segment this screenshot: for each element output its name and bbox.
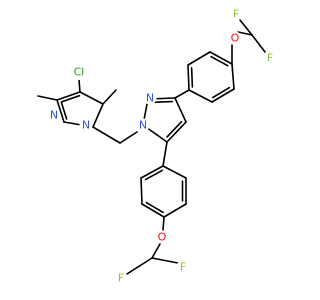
atom-n-right-ring-1: N xyxy=(143,91,157,105)
bond xyxy=(102,89,117,105)
atom-f-top-1: F xyxy=(229,7,243,21)
atom-label-f: F xyxy=(118,272,124,285)
structure-canvas: Cl N N N N O xyxy=(37,7,277,285)
atom-label-f: F xyxy=(267,52,273,65)
atom-label-o: O xyxy=(158,231,167,244)
atom-label-o: O xyxy=(231,32,240,45)
bond xyxy=(211,88,235,103)
atom-label-n: N xyxy=(139,119,147,132)
bond xyxy=(119,131,138,144)
bond xyxy=(144,169,164,181)
atom-label-n: N xyxy=(82,119,90,132)
atom-f-top-2: F xyxy=(263,51,277,65)
bond xyxy=(166,120,183,138)
bond-layer xyxy=(37,19,266,275)
bond xyxy=(92,126,121,144)
atom-cl: Cl xyxy=(71,64,87,80)
bond xyxy=(126,257,153,275)
bond xyxy=(190,67,194,88)
bond xyxy=(140,165,164,179)
bond xyxy=(162,216,165,231)
bond xyxy=(187,64,190,91)
molecule-diagram: Cl N N N N O xyxy=(37,7,277,285)
bond xyxy=(251,34,266,53)
atom-o-top: O xyxy=(228,31,242,45)
atom-label-cl: Cl xyxy=(74,66,85,79)
bond xyxy=(78,79,81,93)
bond xyxy=(56,99,65,123)
bond xyxy=(174,89,190,99)
bond xyxy=(162,165,187,179)
atom-n-left-ring-1: N xyxy=(47,108,61,122)
atom-label-n: N xyxy=(146,92,154,105)
bond xyxy=(140,177,143,205)
bond xyxy=(60,101,68,120)
bond xyxy=(141,203,165,218)
bond xyxy=(162,141,168,167)
bond xyxy=(239,19,253,36)
bond xyxy=(151,257,179,264)
bond xyxy=(166,121,187,143)
atom-n-left-ring-2: N xyxy=(79,118,93,132)
atom-n-right-ring-2: N xyxy=(136,118,150,132)
bond xyxy=(92,103,104,128)
atom-o-bottom: O xyxy=(155,230,169,244)
bond xyxy=(56,91,81,101)
atom-f-bottom-1: F xyxy=(176,260,190,274)
bond xyxy=(209,51,233,65)
bond xyxy=(237,31,253,36)
bond xyxy=(163,203,187,218)
atom-label-n: N xyxy=(50,109,58,122)
bond xyxy=(150,100,174,104)
bond xyxy=(145,201,164,214)
atom-label-f: F xyxy=(233,8,239,21)
bond xyxy=(37,95,58,101)
bond xyxy=(210,55,229,67)
bond xyxy=(188,89,213,103)
atom-label-layer: Cl N N N N O xyxy=(47,7,277,285)
bond xyxy=(151,243,161,259)
bond xyxy=(187,51,211,66)
bond xyxy=(79,91,104,105)
bond xyxy=(231,63,235,90)
atom-label-f: F xyxy=(180,261,186,274)
atom-f-bottom-2: F xyxy=(114,271,128,285)
bond xyxy=(211,86,231,99)
bond xyxy=(174,97,187,123)
bond xyxy=(61,94,81,103)
